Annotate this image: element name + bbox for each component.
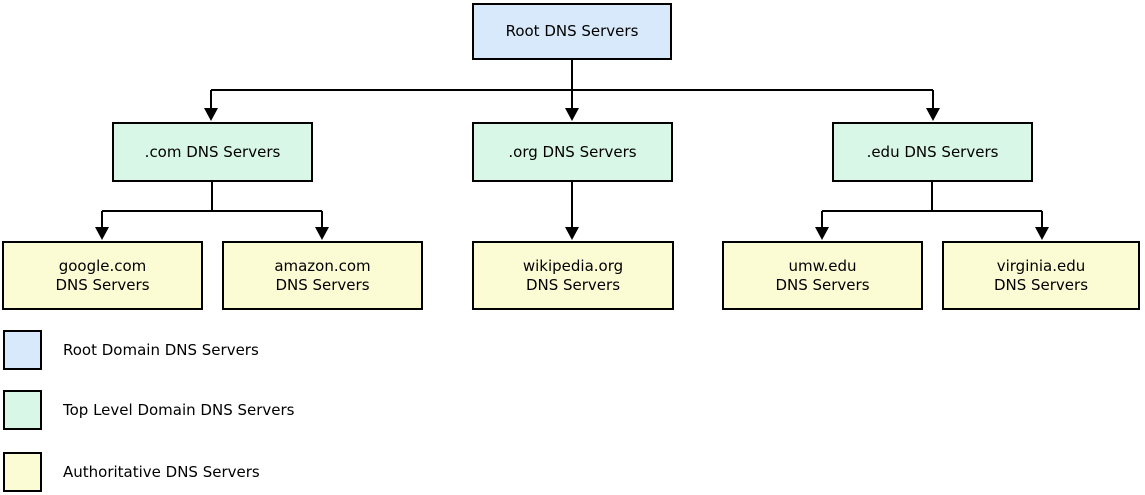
legend-label-top-level-domain: Top Level Domain DNS Servers (63, 401, 295, 419)
legend-swatch-root-domain (3, 330, 42, 370)
node-label-line2: DNS Servers (525, 275, 621, 294)
node-label-line1: wikipedia.org (522, 256, 624, 275)
legend-swatch-authoritative (3, 452, 42, 492)
legend-label-root-domain: Root Domain DNS Servers (63, 341, 259, 359)
node-label-line1: umw.edu (788, 256, 857, 275)
legend-item-top-level-domain: Top Level Domain DNS Servers (3, 390, 294, 430)
legend-swatch-top-level-domain (3, 390, 42, 430)
node-edu-dns-servers: .edu DNS Servers (832, 122, 1033, 182)
node-label-line2: DNS Servers (993, 275, 1089, 294)
node-label-line2: DNS Servers (275, 275, 370, 294)
node-label-line1: google.com (58, 256, 147, 275)
node-org-dns-servers: .org DNS Servers (472, 122, 673, 182)
node-virginia-dns-servers: virginia.edu DNS Servers (942, 241, 1140, 310)
node-umw-dns-servers: umw.edu DNS Servers (722, 241, 923, 310)
connector-strokes (101, 60, 1043, 228)
legend-label-authoritative: Authoritative DNS Servers (63, 463, 260, 481)
node-label: Root DNS Servers (505, 22, 639, 40)
node-label: .org DNS Servers (508, 142, 637, 161)
node-label-line1: virginia.edu (996, 256, 1086, 275)
legend-item-authoritative: Authoritative DNS Servers (3, 452, 260, 492)
node-label: .edu DNS Servers (866, 142, 999, 161)
node-label-line2: DNS Servers (775, 275, 870, 294)
node-root-dns-servers: Root DNS Servers (472, 3, 672, 60)
node-google-dns-servers: google.com DNS Servers (2, 241, 203, 310)
node-com-dns-servers: .com DNS Servers (112, 122, 313, 182)
node-label-line2: DNS Servers (55, 275, 150, 294)
node-amazon-dns-servers: amazon.com DNS Servers (222, 241, 423, 310)
node-label: .com DNS Servers (144, 142, 281, 161)
node-wikipedia-dns-servers: wikipedia.org DNS Servers (472, 241, 674, 310)
arrowheads (95, 108, 1049, 240)
legend-item-root-domain: Root Domain DNS Servers (3, 330, 259, 370)
node-label-line1: amazon.com (274, 256, 371, 275)
